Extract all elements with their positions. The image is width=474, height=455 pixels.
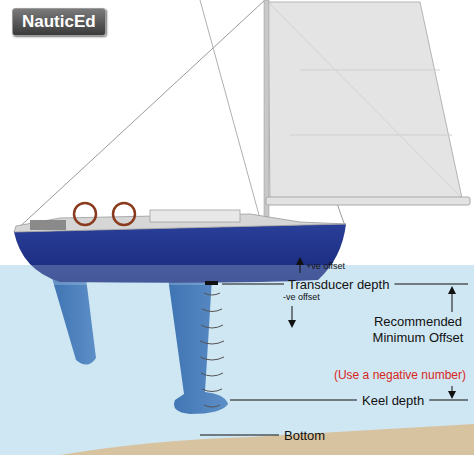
mainsail [268,2,462,198]
offset-dimension-arrow [452,386,453,395]
negative-offset-arrow [292,306,293,324]
transducer-line [394,283,468,284]
shroud [200,0,262,226]
logo-text: NauticEd [22,12,96,32]
offset-note: (Use a negative number) [330,368,470,382]
depth-label: Keel depth [362,393,424,408]
offset-dimension-arrow [452,290,453,312]
cabin-top [150,210,240,222]
depth-label: Transducer depth [288,277,389,292]
sonar-pulses [200,293,224,407]
keel-line [230,399,357,400]
positive-offset-arrow [300,261,301,273]
sea-bed [60,424,474,455]
keel-line [429,399,468,400]
offset-note: +ve offset [306,261,345,272]
sail-seam [268,2,462,198]
sail-seam [290,135,452,136]
helm-wheel [74,203,96,225]
logo-box: NauticEd [12,8,106,36]
rudder [52,278,96,365]
offset-label: Recommended Minimum Offset [366,314,470,346]
transducer [205,281,218,285]
depth-label: Bottom [284,428,325,443]
bottom-line [200,434,279,435]
transducer-line [222,283,284,284]
water [0,265,474,455]
sail-seam [300,70,440,71]
helm-wheel [113,203,135,225]
cockpit [30,220,66,230]
boom [266,197,470,205]
offset-note: -ve offset [283,292,320,303]
mast [264,0,269,228]
keel [168,278,228,414]
